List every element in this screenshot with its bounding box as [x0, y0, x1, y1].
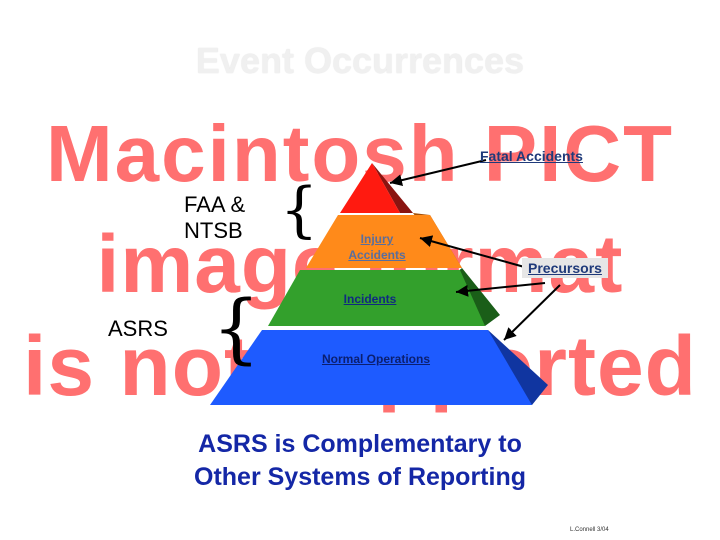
slide-title: Event Occurrences	[195, 40, 525, 81]
brace-asrs: {	[212, 283, 261, 372]
callout-precursors: Precursors	[522, 258, 608, 278]
faa-ntsb-label: FAA & NTSB	[184, 192, 246, 243]
conclusion-line-1: ASRS is Complementary to	[198, 430, 522, 458]
precursors-arrow-incidents	[455, 282, 546, 297]
fatal-arrow	[389, 159, 487, 187]
asrs-label: ASRS	[108, 316, 168, 341]
brace-faa-ntsb: {	[280, 175, 319, 245]
layer-label-normal-operations: Normal Operations	[321, 352, 431, 366]
conclusion-text: ASRS is Complementary to Other Systems o…	[150, 428, 570, 494]
conclusion-line-2: Other Systems of Reporting	[194, 463, 526, 491]
placeholder-text-line-1: Macintosh PICT	[45, 109, 675, 198]
precursors-arrow-normal	[503, 284, 561, 341]
pyramid-layer-normal	[210, 330, 532, 405]
pyramid-layer-injury	[306, 215, 462, 268]
pyramid-layer-incidents	[268, 270, 485, 326]
callout-fatal-accidents: Fatal Accidents	[480, 148, 583, 164]
pyramid-layer-fatal-side	[372, 163, 413, 213]
credit-text: L.Connell 3/04	[570, 527, 609, 533]
layer-label-incidents: Incidents	[343, 292, 397, 306]
pyramid-layer-fatal	[340, 163, 400, 213]
precursors-arrow-injury	[419, 235, 529, 269]
